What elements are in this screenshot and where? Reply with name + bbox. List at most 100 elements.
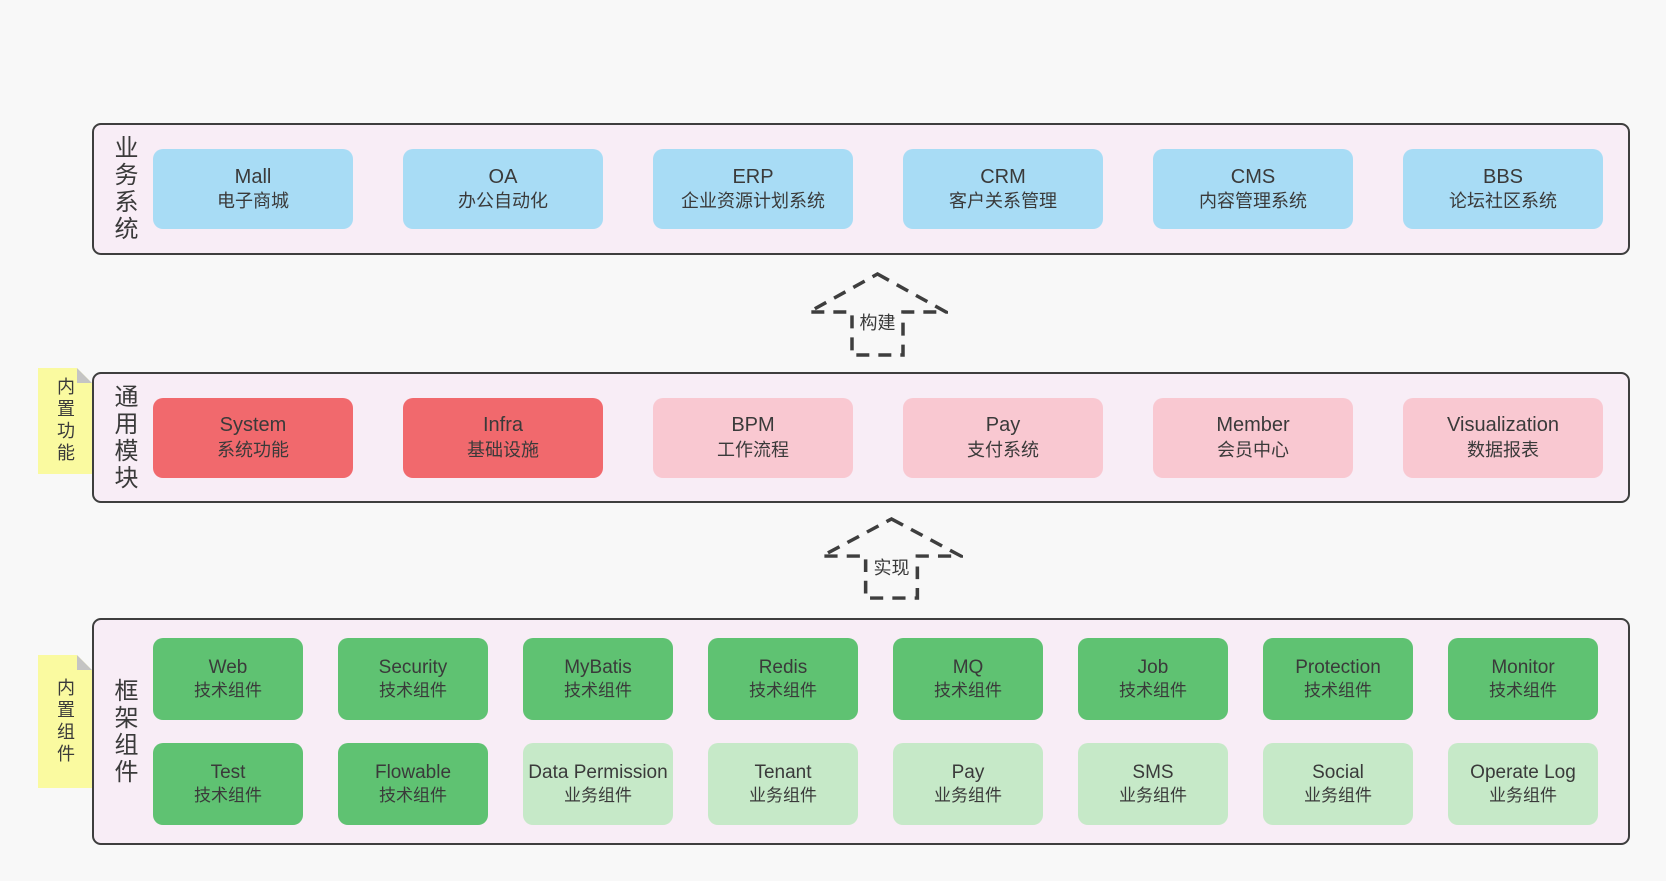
dashed-up-arrow-build: 构建 — [807, 272, 948, 357]
box-title: CRM — [980, 165, 1026, 188]
box-title: OA — [488, 165, 518, 188]
folded-corner-icon — [77, 655, 92, 670]
box-subtitle: 支付系统 — [967, 439, 1039, 460]
section-label: 通用模块 — [110, 383, 137, 492]
box-subtitle: 会员中心 — [1217, 439, 1289, 460]
box-subtitle: 论坛社区系统 — [1449, 191, 1557, 212]
box-subtitle: 技术组件 — [749, 681, 817, 701]
folded-corner-icon — [77, 368, 92, 383]
box-title: Flowable — [374, 762, 452, 784]
box-title: Tenant — [754, 762, 812, 784]
box-subtitle: 技术组件 — [194, 681, 262, 701]
box-subtitle: 基础设施 — [467, 439, 539, 460]
up-arrow-icon — [820, 517, 963, 600]
box-subtitle: 系统功能 — [217, 439, 289, 460]
box-oa: OA 办公自动化 — [403, 149, 603, 229]
box-title: ERP — [732, 165, 774, 188]
box-title: Member — [1216, 414, 1290, 437]
box-cms: CMS 内容管理系统 — [1153, 149, 1353, 229]
business-systems-boxes: Mall 电子商城 OA 办公自动化 ERP 企业资源计划系统 CRM 客户关系管理 CMS 内容… — [153, 125, 1628, 253]
box-title: Web — [208, 657, 248, 679]
box-title: Test — [210, 762, 246, 784]
box-subtitle: 客户关系管理 — [949, 191, 1057, 212]
box-subtitle: 工作流程 — [717, 439, 789, 460]
box-subtitle: 技术组件 — [934, 681, 1002, 701]
box-subtitle: 业务组件 — [934, 786, 1002, 806]
sticky-note-label: 内置功能 — [55, 377, 75, 465]
sticky-note-builtin-components: 内置组件 — [38, 655, 92, 788]
box-title: Mall — [234, 165, 272, 188]
box-subtitle: 电子商城 — [217, 191, 289, 212]
box-title: Operate Log — [1470, 762, 1576, 784]
box-title: MQ — [952, 657, 984, 679]
box-row: Mall 电子商城 OA 办公自动化 ERP 企业资源计划系统 CRM 客户关系管理 CMS 内容… — [153, 149, 1610, 229]
box-bbs: BBS 论坛社区系统 — [1403, 149, 1603, 229]
box-title: SMS — [1132, 762, 1174, 784]
box-subtitle: 企业资源计划系统 — [681, 191, 825, 212]
box-title: System — [219, 414, 287, 437]
box-subtitle: 办公自动化 — [458, 191, 548, 212]
box-title: Security — [378, 657, 448, 679]
box-subtitle: 技术组件 — [564, 681, 632, 701]
box-crm: CRM 客户关系管理 — [903, 149, 1103, 229]
box-title: BBS — [1482, 165, 1524, 188]
box-subtitle: 内容管理系统 — [1199, 191, 1307, 212]
box-title: Visualization — [1447, 414, 1559, 437]
box-title: Infra — [482, 414, 524, 437]
box-subtitle: 业务组件 — [749, 786, 817, 806]
box-subtitle: 技术组件 — [1304, 681, 1372, 701]
up-arrow-icon — [807, 272, 948, 357]
box-title: CMS — [1230, 165, 1276, 188]
box-title: Pay — [951, 762, 985, 784]
box-title: BPM — [731, 414, 775, 437]
dashed-up-arrow-implement: 实现 — [820, 517, 963, 600]
box-subtitle: 业务组件 — [1119, 786, 1187, 806]
box-subtitle: 数据报表 — [1467, 439, 1539, 460]
box-subtitle: 技术组件 — [1489, 681, 1557, 701]
section-label: 框架组件 — [110, 677, 137, 786]
box-mall: Mall 电子商城 — [153, 149, 353, 229]
section-label: 业务系统 — [110, 135, 137, 243]
sticky-note-builtin-features: 内置功能 — [38, 368, 92, 474]
arrow-label: 实现 — [870, 556, 913, 581]
box-title: Pay — [985, 414, 1021, 437]
arrow-label: 构建 — [856, 311, 899, 336]
box-title: MyBatis — [564, 657, 632, 679]
box-title: Data Permission — [528, 762, 668, 784]
box-erp: ERP 企业资源计划系统 — [653, 149, 853, 229]
section-business-systems: 业务系统 Mall 电子商城 OA 办公自动化 ERP 企业资源计划系统 CRM 客户关系管理… — [92, 123, 1630, 255]
box-subtitle: 技术组件 — [194, 786, 262, 806]
box-subtitle: 技术组件 — [379, 786, 447, 806]
box-title: Social — [1312, 762, 1364, 784]
box-title: Job — [1137, 657, 1169, 679]
box-title: Monitor — [1491, 657, 1555, 679]
box-title: Redis — [758, 657, 808, 679]
